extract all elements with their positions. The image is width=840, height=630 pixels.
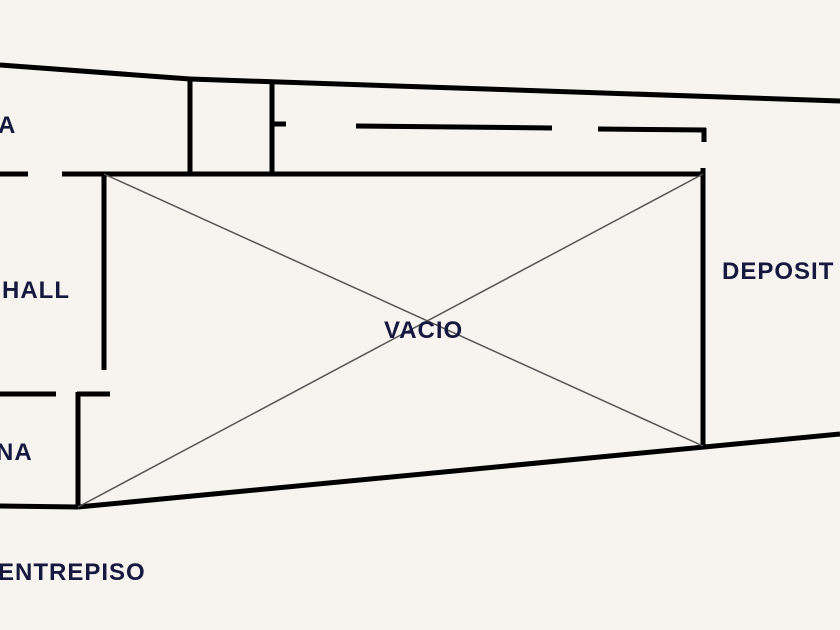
floor-label-entrepiso: ENTREPISO — [0, 559, 146, 586]
room-label-vacio: VACIO — [384, 317, 464, 344]
room-label-hall: HALL — [2, 277, 70, 304]
void-diagonal — [103, 173, 704, 447]
outer-wall-bottom — [0, 503, 79, 510]
outer-wall-bottom — [77, 431, 840, 510]
outer-wall-top — [0, 62, 191, 82]
room-label-deposito: DEPOSIT — [722, 258, 835, 285]
outer-wall-top — [189, 76, 840, 104]
void-diagonal — [77, 173, 704, 508]
room-label-na: NA — [0, 439, 33, 466]
room-label-a: A — [0, 112, 17, 139]
dashed-wall — [355, 123, 553, 131]
dashed-wall — [597, 126, 707, 133]
